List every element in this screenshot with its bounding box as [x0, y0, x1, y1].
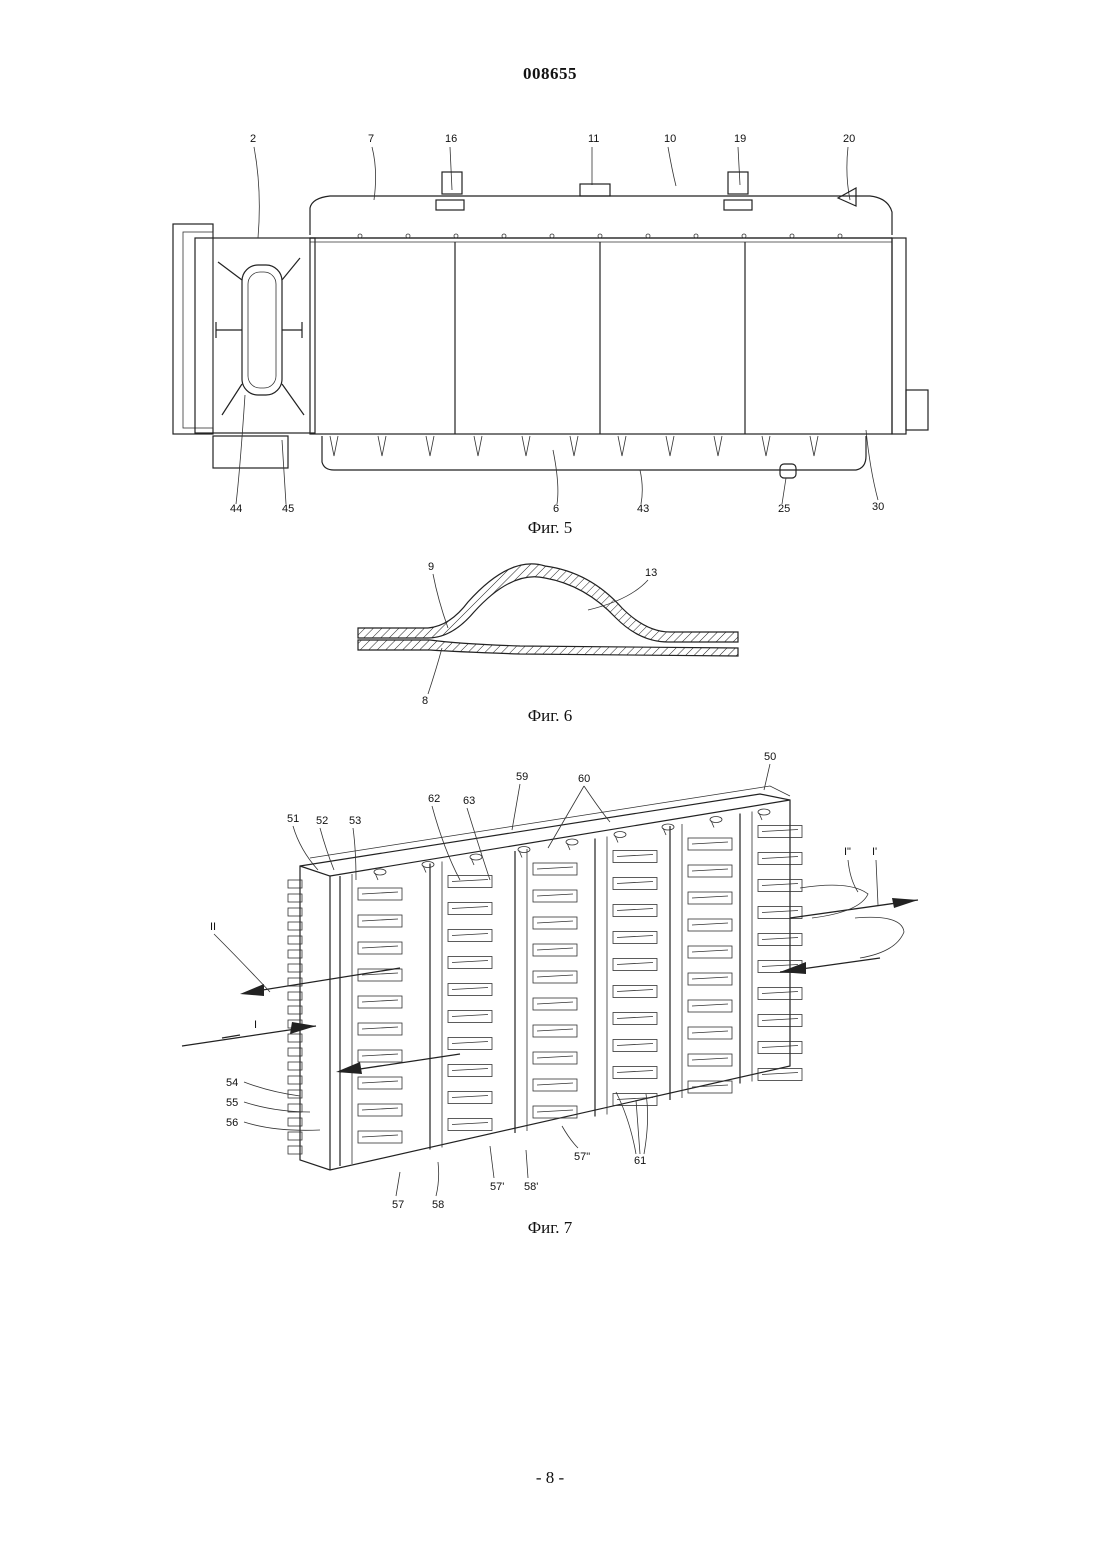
fig7-label: 58' — [524, 1181, 538, 1193]
fig7-label: 51 — [287, 813, 299, 825]
fig7-label: I' — [872, 846, 877, 858]
fig7-label: 60 — [578, 773, 590, 785]
fig7-label: 54 — [226, 1077, 238, 1089]
fig7-label: 57' — [490, 1181, 504, 1193]
fig7-label: 52 — [316, 815, 328, 827]
fig7-label: 59 — [516, 771, 528, 783]
fig7-label: 63 — [463, 795, 475, 807]
heat-exchanger-block — [300, 794, 790, 1170]
page-number: - 8 - — [0, 1468, 1100, 1488]
figure-7-caption: Фиг. 7 — [0, 1218, 1100, 1238]
fig7-label: 57" — [574, 1151, 590, 1163]
fig7-label: 50 — [764, 751, 776, 763]
fig7-label: 57 — [392, 1199, 404, 1211]
figure-7-drawing: 50 59 60 62 63 51 52 53 I" I' II I 54 55… — [0, 0, 1100, 1230]
fig7-label: 55 — [226, 1097, 238, 1109]
fig7-label: II — [210, 921, 216, 933]
fig7-label: 53 — [349, 815, 361, 827]
fig7-label: 61 — [634, 1155, 646, 1167]
fig7-label: 58 — [432, 1199, 444, 1211]
fig7-label: I — [254, 1019, 257, 1031]
figure-7-labels: 50 59 60 62 63 51 52 53 I" I' II I 54 55… — [210, 751, 877, 1211]
flow-arrows — [182, 885, 918, 1074]
fig7-label: I" — [844, 846, 851, 858]
fig7-label: 56 — [226, 1117, 238, 1129]
fig7-label: 62 — [428, 793, 440, 805]
